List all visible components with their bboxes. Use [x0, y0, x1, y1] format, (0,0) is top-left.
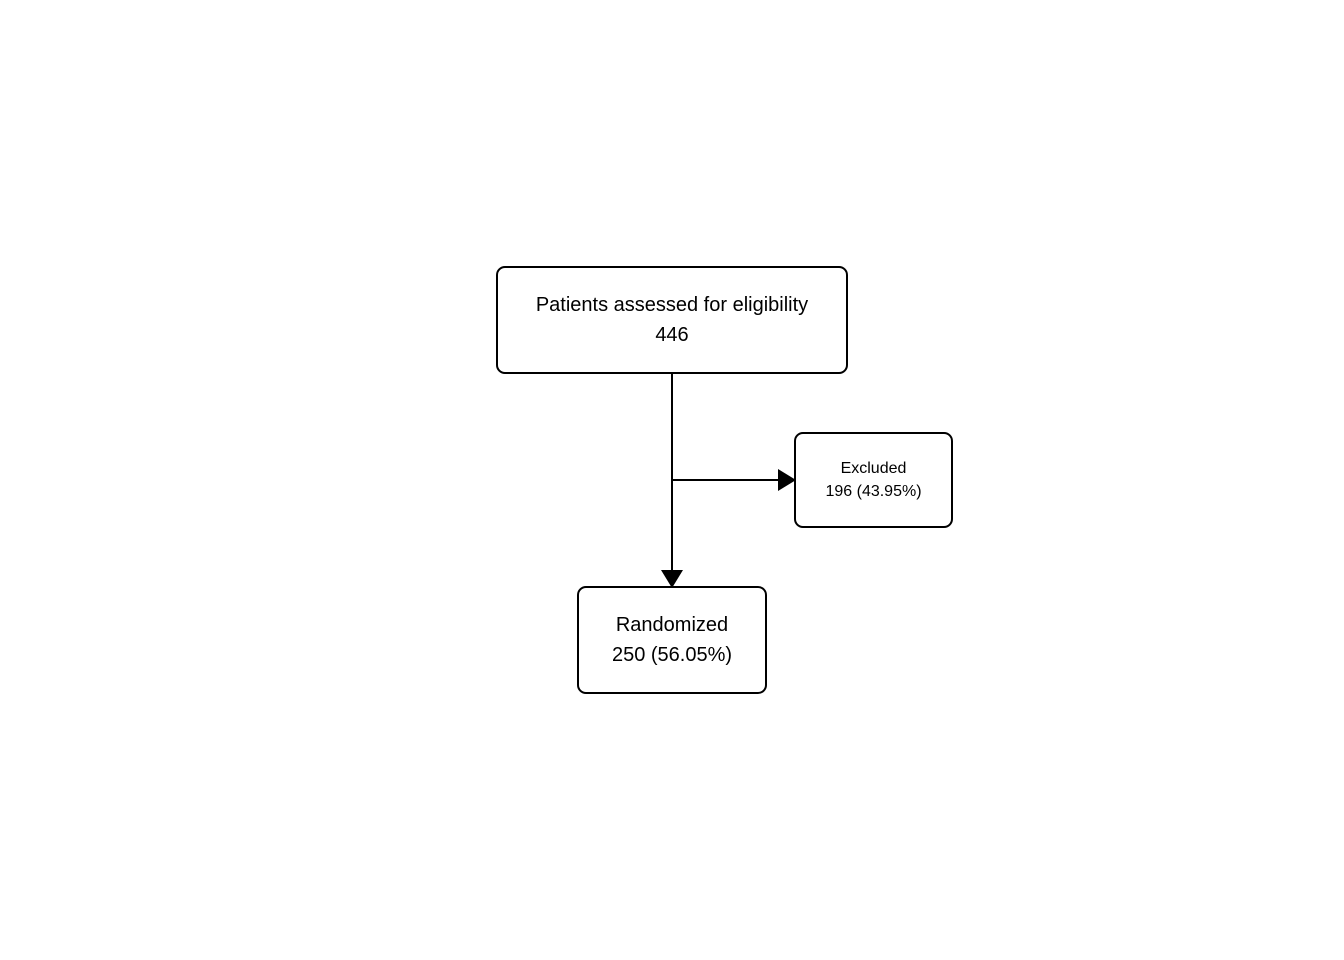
randomized-label: Randomized	[615, 614, 729, 636]
randomized-count: 250 (56.05%)	[611, 644, 733, 666]
excluded-count: 196 (43.95%)	[825, 483, 922, 500]
randomized-node: Randomized 250 (56.05%)	[577, 586, 767, 694]
excluded-label: Excluded	[840, 460, 907, 477]
assessed-count: 446	[655, 324, 689, 346]
assessed-label: Patients assessed for eligibility	[535, 294, 809, 316]
assessed-node: Patients assessed for eligibility 446	[496, 266, 848, 374]
excluded-node: Excluded 196 (43.95%)	[794, 432, 953, 528]
arrowhead-to-randomized	[661, 570, 683, 588]
arrowhead-to-excluded	[778, 469, 796, 491]
